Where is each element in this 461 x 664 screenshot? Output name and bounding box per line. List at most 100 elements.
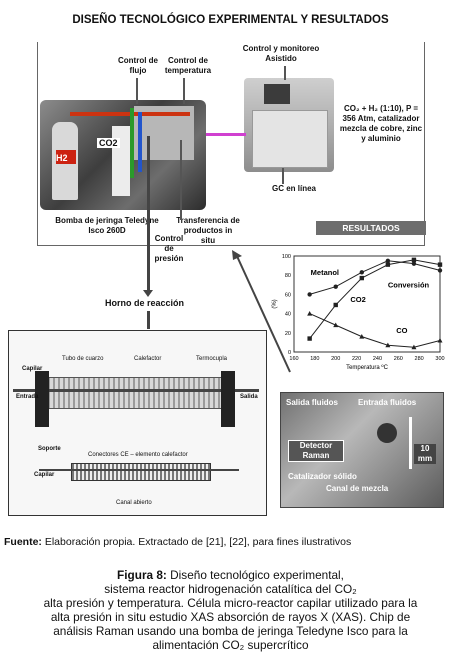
data-point xyxy=(411,344,417,350)
raman-detector-label: Detector Raman xyxy=(288,440,344,462)
y-tick-label: 40 xyxy=(285,312,291,318)
horno-label: Horno de reacción xyxy=(105,298,185,308)
pointer-line xyxy=(282,168,284,184)
series-line xyxy=(309,259,441,339)
co2-label: CO2 xyxy=(97,138,120,148)
data-point xyxy=(437,262,443,267)
data-point xyxy=(411,257,417,263)
setup-frame xyxy=(37,42,425,246)
data-point xyxy=(359,334,365,339)
x-tick-label: 180 xyxy=(310,356,319,362)
control-temperatura-label: Control de temperatura xyxy=(164,56,212,75)
data-point xyxy=(333,322,339,328)
data-point xyxy=(385,258,391,263)
y-tick-label: 20 xyxy=(285,331,291,337)
conditions-label: CO₂ + H₂ (1:10), P = 356 Atm, catalizado… xyxy=(339,104,423,143)
x-tick-label: 300 xyxy=(435,356,444,362)
pointer-line xyxy=(180,140,182,220)
y-tick-label: 80 xyxy=(285,273,291,279)
source-line: Fuente: Elaboración propia. Extractado d… xyxy=(4,536,351,548)
figure-title: DISEÑO TECNOLÓGICO EXPERIMENTAL Y RESULT… xyxy=(72,14,389,26)
data-point xyxy=(333,284,338,289)
series-line xyxy=(309,313,441,348)
data-point xyxy=(437,268,443,273)
results-chart: 160 180 200 220 240 260 280 300 0 20 40 60 80 100 (%) T… xyxy=(272,254,445,371)
y-tick-label: 100 xyxy=(282,254,291,260)
x-tick-label: 200 xyxy=(331,356,340,362)
results-header: RESULTADOS xyxy=(316,221,426,235)
reactor-panel xyxy=(8,330,267,516)
caption-line3: alta presión y temperatura. Célula micro… xyxy=(43,596,418,610)
data-point xyxy=(333,302,338,308)
termocupla-label: Termocupla xyxy=(196,356,228,362)
source-prefix: Fuente: xyxy=(4,536,42,548)
series-annotation: Metanol xyxy=(311,268,339,277)
raman-entrada-label: Entrada fluidos xyxy=(358,398,417,407)
caption-line5: análisis Raman usando una bomba de jerin… xyxy=(53,624,408,638)
oven-arrow-head xyxy=(143,290,153,297)
x-tick-label: 220 xyxy=(352,356,361,362)
y-tick-label: 60 xyxy=(285,292,291,298)
tubo-label: Tubo de cuarzo xyxy=(62,356,104,362)
data-point xyxy=(359,275,364,281)
pointer-line xyxy=(284,66,286,80)
scale-bar xyxy=(409,417,412,469)
control-monitoreo-label: Control y monitoreo Asistido xyxy=(242,44,320,63)
pointer-line xyxy=(183,78,185,104)
data-point xyxy=(411,261,417,266)
series-annotation: CO xyxy=(396,326,407,335)
series-annotation: Conversión xyxy=(388,281,430,290)
x-tick-label: 240 xyxy=(373,356,382,362)
plot-area xyxy=(293,255,441,353)
data-point xyxy=(307,336,312,341)
data-point xyxy=(307,311,313,316)
salida-label: Salida xyxy=(240,394,258,400)
caption-figure: Figura 8: xyxy=(117,568,167,582)
transfer-line xyxy=(206,133,246,136)
h2-tag xyxy=(56,150,76,164)
y-tick-label: 0 xyxy=(288,350,291,356)
data-point xyxy=(385,342,391,348)
x-tick-label: 160 xyxy=(289,356,298,362)
capilar2-label: Capilar xyxy=(34,472,55,478)
capillary-line xyxy=(13,389,259,392)
raman-scale-label: 10 mm xyxy=(414,444,436,464)
figure-caption: Figura 8: Diseño tecnológico experimenta… xyxy=(2,568,459,652)
caption-line4: alta presión in situ estudio XAS absorci… xyxy=(50,610,411,624)
series-line xyxy=(309,260,441,295)
y-axis-label: (%) xyxy=(272,299,278,308)
series-annotation: CO2 xyxy=(350,295,365,304)
raman-salida-label: Salida fluidos xyxy=(286,398,339,407)
oven-arrow-2 xyxy=(147,311,150,329)
data-point xyxy=(385,262,391,267)
transfer-arrow xyxy=(232,250,291,373)
raman-canal-label: Canal de mezcla xyxy=(326,484,389,493)
canal-label: Canal abierto xyxy=(116,500,152,506)
control-presion-label: Control de presión xyxy=(154,234,184,263)
open-channel xyxy=(71,463,211,481)
data-point xyxy=(359,270,364,275)
caption-line1: Diseño tecnológico experimental, xyxy=(166,568,344,582)
x-axis-label: Temperatura ºC xyxy=(346,364,389,371)
h2-label: H2 xyxy=(56,153,68,163)
oven-arrow xyxy=(147,136,150,292)
x-tick-label: 280 xyxy=(415,356,424,362)
caption-line6: alimentación CO₂ supercrítico xyxy=(152,638,309,652)
caption-line2: sistema reactor hidrogenación catalítica… xyxy=(104,582,357,596)
pointer-line xyxy=(136,78,138,104)
heater-coil xyxy=(37,377,235,409)
data-point xyxy=(437,337,443,343)
soporte-label: Soporte xyxy=(38,446,61,452)
transferencia-label: Transferencia de productos in situ xyxy=(176,216,240,245)
control-flujo-label: Control de flujo xyxy=(118,56,158,75)
entrada-label: Entrada xyxy=(16,394,39,400)
conectores-label: Conectores CE – elemento calefactor xyxy=(88,452,188,458)
data-point xyxy=(307,292,312,297)
raman-window xyxy=(377,423,397,443)
source-text: Elaboración propia. Extractado de [21], … xyxy=(41,536,352,548)
calefactor-label: Calefactor xyxy=(134,356,162,362)
capilar-label: Capilar xyxy=(22,366,43,372)
support-right xyxy=(221,371,235,427)
x-tick-label: 260 xyxy=(394,356,403,362)
bomba-label: Bomba de jeringa Teledyne Isco 260D xyxy=(55,216,159,235)
